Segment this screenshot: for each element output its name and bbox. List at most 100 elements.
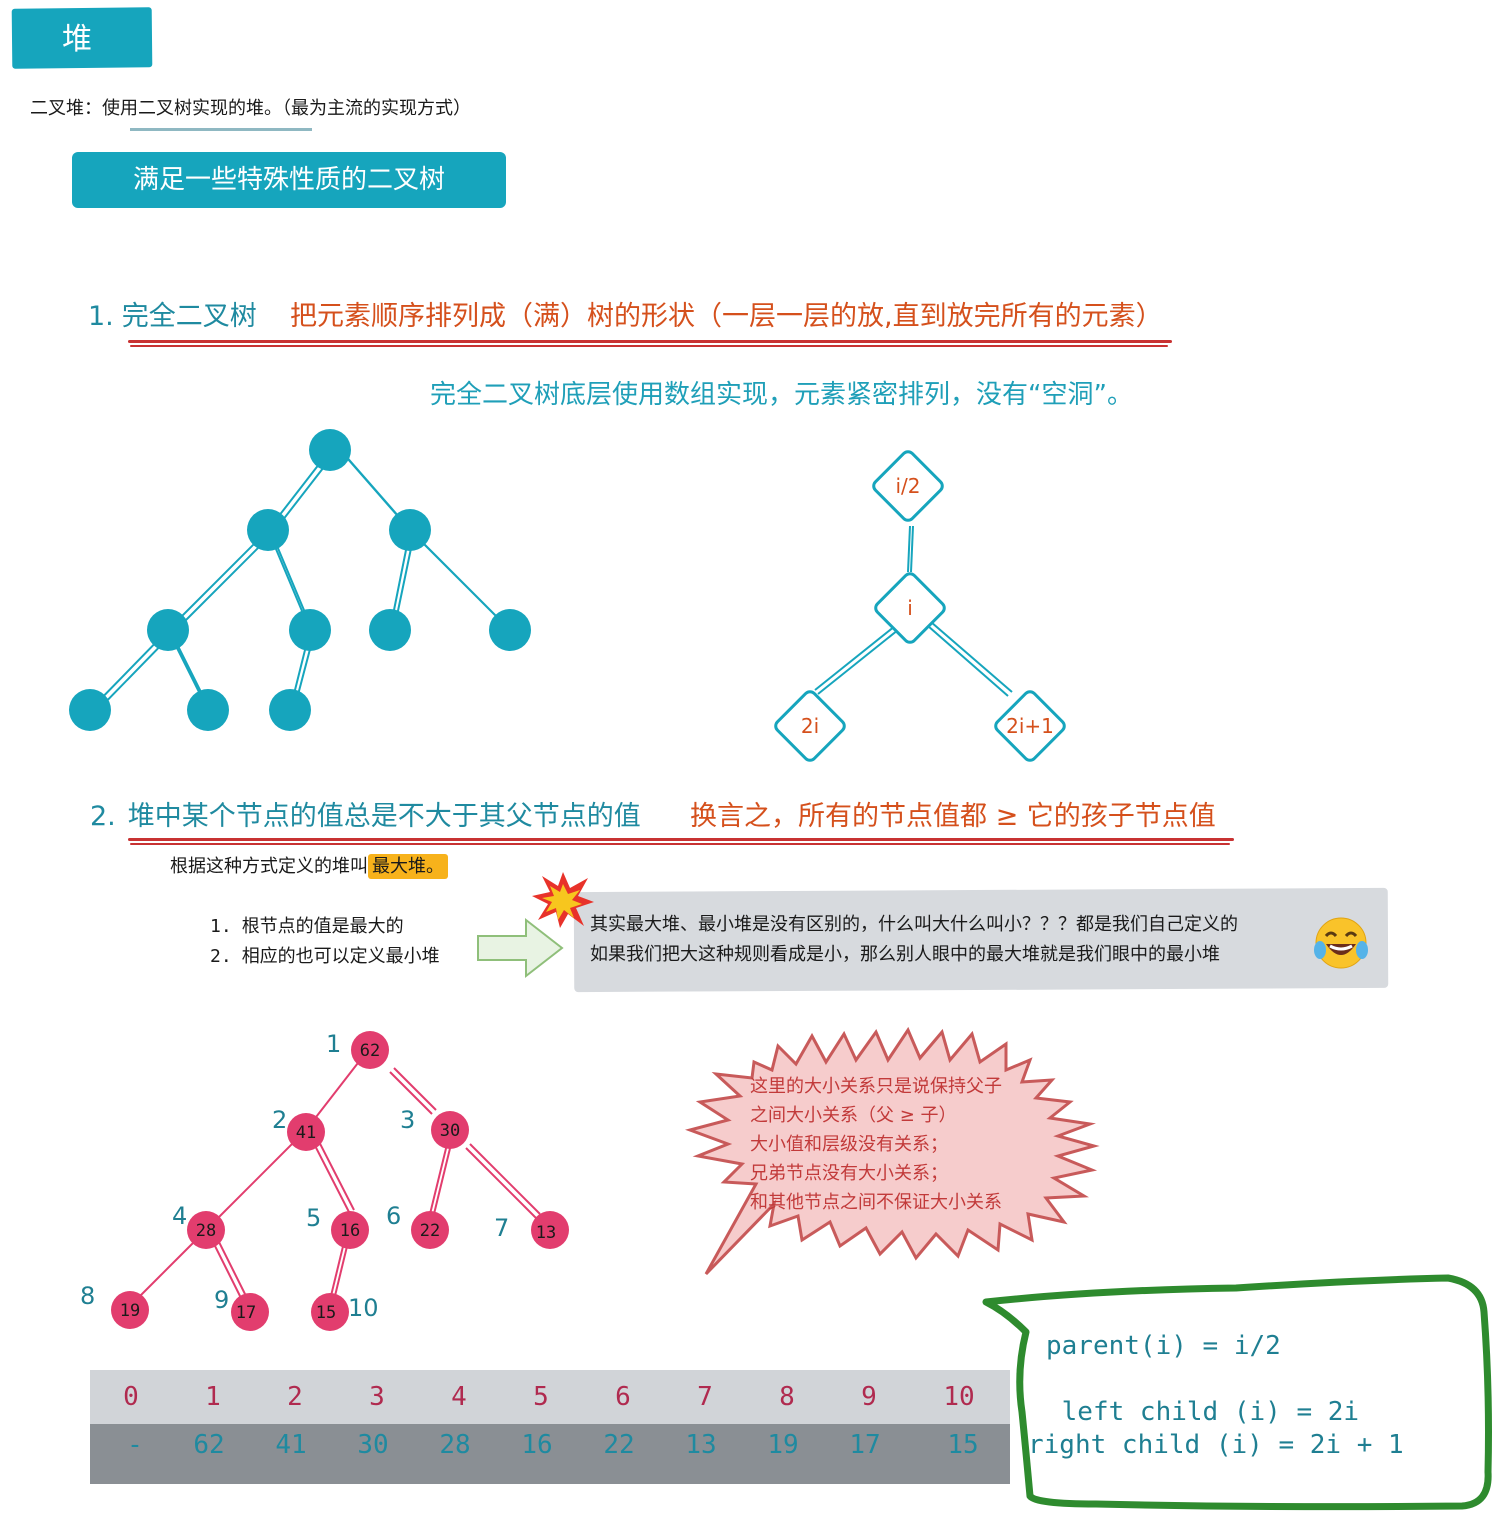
array-value: 15 bbox=[947, 1430, 979, 1460]
code-parent: parent(i) = i/2 bbox=[1046, 1331, 1281, 1361]
heap-value: 62 bbox=[360, 1041, 380, 1061]
list-item: 2.相应的也可以定义最小堆 bbox=[210, 946, 440, 967]
index-diagram: i/2 i 2i 2i+1 bbox=[774, 450, 1066, 762]
page-title: 堆 bbox=[62, 22, 92, 57]
heap-node-6 bbox=[411, 1211, 449, 1249]
note-line-1: 其实最大堆、最小堆是没有区别的，什么叫大什么叫小？？？都是我们自己定义的 bbox=[590, 914, 1238, 935]
array-index: 7 bbox=[697, 1382, 713, 1412]
heap-value: 15 bbox=[316, 1303, 336, 1323]
intro-underline bbox=[130, 128, 312, 131]
heap-value: 28 bbox=[196, 1221, 216, 1241]
feature-list: 1.根节点的值是最大的 2.相应的也可以定义最小堆 bbox=[210, 912, 440, 972]
heap-node-2 bbox=[287, 1113, 325, 1151]
array-value: 28 bbox=[439, 1430, 471, 1460]
property2-number: 2. bbox=[90, 801, 116, 832]
heap-tree-diagram: 62 41 30 28 16 22 13 19 17 15 1 2 3 4 5 … bbox=[80, 1030, 569, 1331]
array-value: 17 bbox=[849, 1430, 881, 1460]
speech-text: 这里的大小关系只是说保持父子 之间大小关系（父 ≥ 子） 大小值和层级没有关系；… bbox=[750, 1072, 1002, 1217]
heap-node-10 bbox=[311, 1293, 349, 1331]
property1-note: 完全二叉树底层使用数组实现，元素紧密排列，没有“空洞”。 bbox=[430, 380, 1133, 410]
heap-index: 2 bbox=[272, 1106, 287, 1134]
array-index: 5 bbox=[533, 1382, 549, 1412]
heap-index: 4 bbox=[172, 1202, 187, 1230]
definition-prefix: 根据这种方式定义的堆叫 bbox=[170, 856, 368, 877]
array-index: 6 bbox=[615, 1382, 631, 1412]
code-left: left child (i) = 2i bbox=[1046, 1397, 1360, 1427]
property2-desc: 换言之，所有的节点值都 ≥ 它的孩子节点值 bbox=[690, 801, 1216, 832]
speech-line: 和其他节点之间不保证大小关系 bbox=[750, 1192, 1002, 1213]
node-label: i bbox=[907, 596, 913, 620]
array-value: 62 bbox=[193, 1430, 225, 1460]
heap-index: 1 bbox=[326, 1030, 341, 1058]
node-box bbox=[874, 572, 946, 644]
parent-box bbox=[872, 450, 944, 522]
property1-underline-2 bbox=[130, 345, 1168, 347]
heap-value: 30 bbox=[440, 1121, 460, 1141]
heap-value: 41 bbox=[296, 1123, 316, 1143]
array-value: - bbox=[127, 1430, 143, 1460]
code-right: right child (i) = 2i + 1 bbox=[1028, 1430, 1404, 1460]
laughing-emoji-icon bbox=[1314, 917, 1368, 969]
array-value: 13 bbox=[685, 1430, 717, 1460]
complete-tree-diagram bbox=[69, 429, 531, 731]
banner bbox=[72, 152, 506, 208]
property2-underline bbox=[128, 838, 1234, 841]
note-text: 其实最大堆、最小堆是没有区别的，什么叫大什么叫小？？？都是我们自己定义的 如果我… bbox=[590, 910, 1238, 970]
max-heap-highlight: 最大堆。 bbox=[368, 854, 448, 879]
property1-title: 完全二叉树 bbox=[121, 301, 257, 332]
definition-text: 根据这种方式定义的堆叫最大堆。 bbox=[170, 852, 448, 879]
property1-heading: 1.完全二叉树 bbox=[88, 294, 257, 333]
array-index: 4 bbox=[451, 1382, 467, 1412]
array-index: 10 bbox=[943, 1382, 975, 1412]
heap-index: 9 bbox=[214, 1286, 229, 1314]
heap-value: 19 bbox=[120, 1301, 140, 1321]
tree-node bbox=[309, 429, 351, 471]
heap-value: 17 bbox=[236, 1303, 256, 1323]
heap-index: 5 bbox=[306, 1204, 321, 1232]
tree-node bbox=[269, 689, 311, 731]
note-line-2: 如果我们把大这种规则看成是小，那么别人眼中的最大堆就是我们眼中的最小堆 bbox=[590, 944, 1220, 965]
speech-line: 之间大小关系（父 ≥ 子） bbox=[750, 1105, 957, 1126]
property1-desc: 把元素顺序排列成（满）树的形状（一层一层的放,直到放完所有的元素） bbox=[290, 301, 1163, 332]
property2-underline-2 bbox=[130, 843, 1230, 845]
heap-index: 3 bbox=[400, 1106, 415, 1134]
heap-node-1 bbox=[351, 1031, 389, 1069]
array-index: 3 bbox=[369, 1382, 385, 1412]
explosion-icon bbox=[532, 872, 594, 928]
heap-node-4 bbox=[187, 1211, 225, 1249]
heap-value: 13 bbox=[536, 1223, 556, 1243]
speech-line: 大小值和层级没有关系； bbox=[750, 1134, 948, 1155]
tree-node bbox=[369, 609, 411, 651]
heap-node-8 bbox=[111, 1291, 149, 1329]
array-value: 19 bbox=[767, 1430, 799, 1460]
tree-node bbox=[69, 689, 111, 731]
heap-value: 22 bbox=[420, 1221, 440, 1241]
array-index: 1 bbox=[205, 1382, 221, 1412]
tree-node bbox=[147, 609, 189, 651]
right-label: 2i+1 bbox=[1006, 714, 1054, 738]
left-box bbox=[774, 690, 846, 762]
tree-node bbox=[289, 609, 331, 651]
speech-line: 这里的大小关系只是说保持父子 bbox=[750, 1076, 1002, 1097]
array-index: 2 bbox=[287, 1382, 303, 1412]
heap-node-9 bbox=[231, 1293, 269, 1331]
heap-index: 6 bbox=[386, 1202, 401, 1230]
property2-title: 堆中某个节点的值总是不大于其父节点的值 bbox=[127, 801, 641, 832]
array-value: 16 bbox=[521, 1430, 553, 1460]
array-value: 30 bbox=[357, 1430, 389, 1460]
tree-node bbox=[389, 509, 431, 551]
array-index: 9 bbox=[861, 1382, 877, 1412]
tree-node bbox=[187, 689, 229, 731]
tree-node bbox=[489, 609, 531, 651]
heap-value: 16 bbox=[340, 1221, 360, 1241]
array-index: 8 bbox=[779, 1382, 795, 1412]
speech-bubble bbox=[685, 1026, 1100, 1276]
heap-node-7 bbox=[531, 1211, 569, 1249]
heap-node-3 bbox=[431, 1111, 469, 1149]
heap-index: 7 bbox=[494, 1214, 509, 1242]
array-value: 22 bbox=[603, 1430, 635, 1460]
intro-text: 二叉堆：使用二叉树实现的堆。（最为主流的实现方式） bbox=[30, 98, 471, 119]
left-label: 2i bbox=[801, 714, 819, 738]
heap-index: 10 bbox=[348, 1294, 379, 1322]
